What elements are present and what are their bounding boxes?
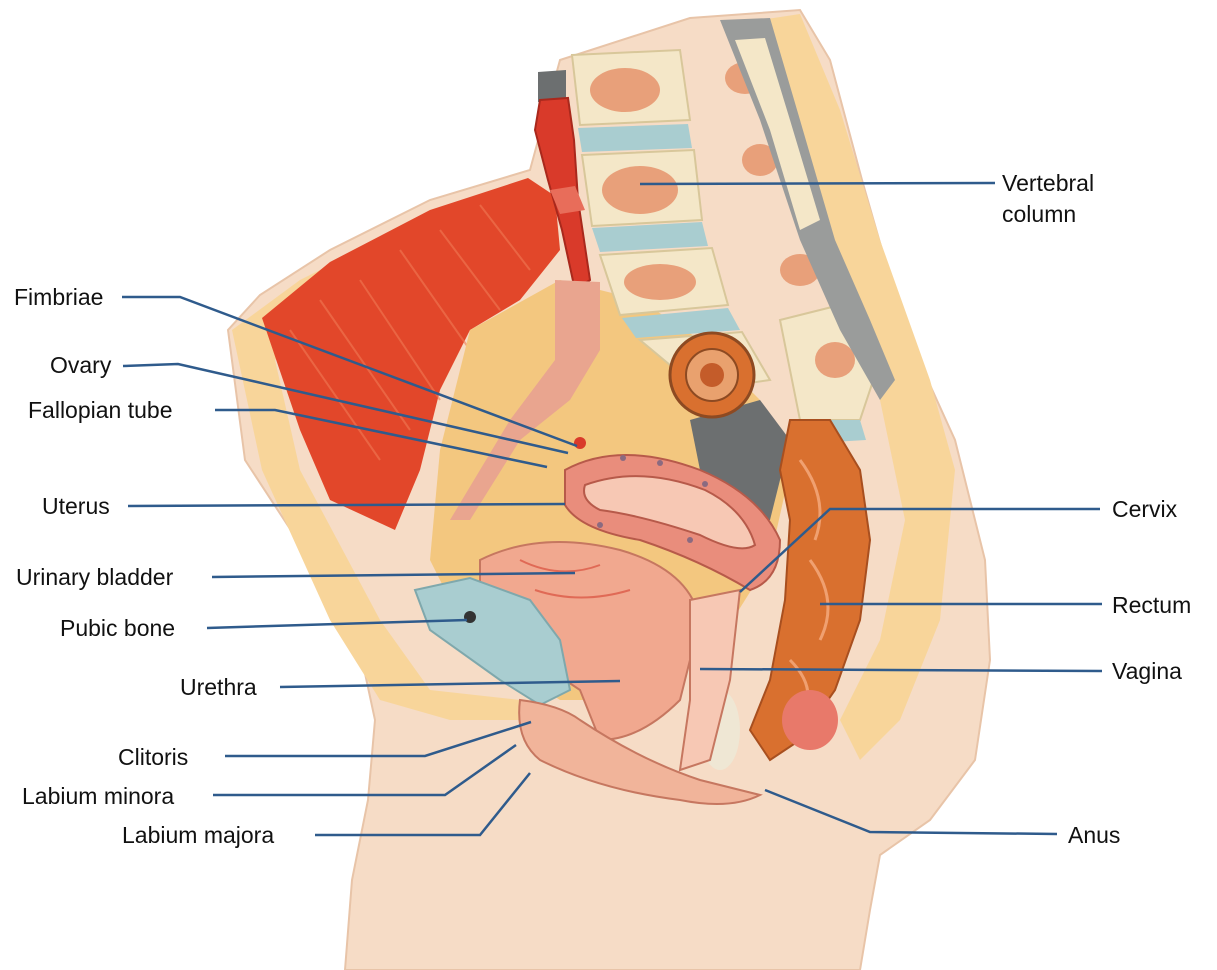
label-urethra: Urethra [180, 674, 257, 700]
label-labium-minora: Labium minora [22, 783, 174, 809]
label-uterus: Uterus [42, 493, 110, 519]
label-anus: Anus [1068, 822, 1120, 848]
label-pubic-bone: Pubic bone [60, 615, 175, 641]
label-cervix: Cervix [1112, 496, 1178, 522]
leader-line-vertebral-column [640, 183, 995, 184]
anatomy-illustration [228, 10, 990, 970]
label-vertebral-column-line2: column [1002, 201, 1076, 227]
label-fallopian-tube: Fallopian tube [28, 397, 173, 423]
label-vagina: Vagina [1112, 658, 1182, 684]
label-vertebral-column-line1: Vertebral [1002, 170, 1094, 196]
label-ovary: Ovary [50, 352, 112, 378]
label-urinary-bladder: Urinary bladder [16, 564, 174, 590]
label-clitoris: Clitoris [118, 744, 188, 770]
label-rectum: Rectum [1112, 592, 1191, 618]
label-labium-majora: Labium majora [122, 822, 274, 848]
label-fimbriae: Fimbriae [14, 284, 103, 310]
